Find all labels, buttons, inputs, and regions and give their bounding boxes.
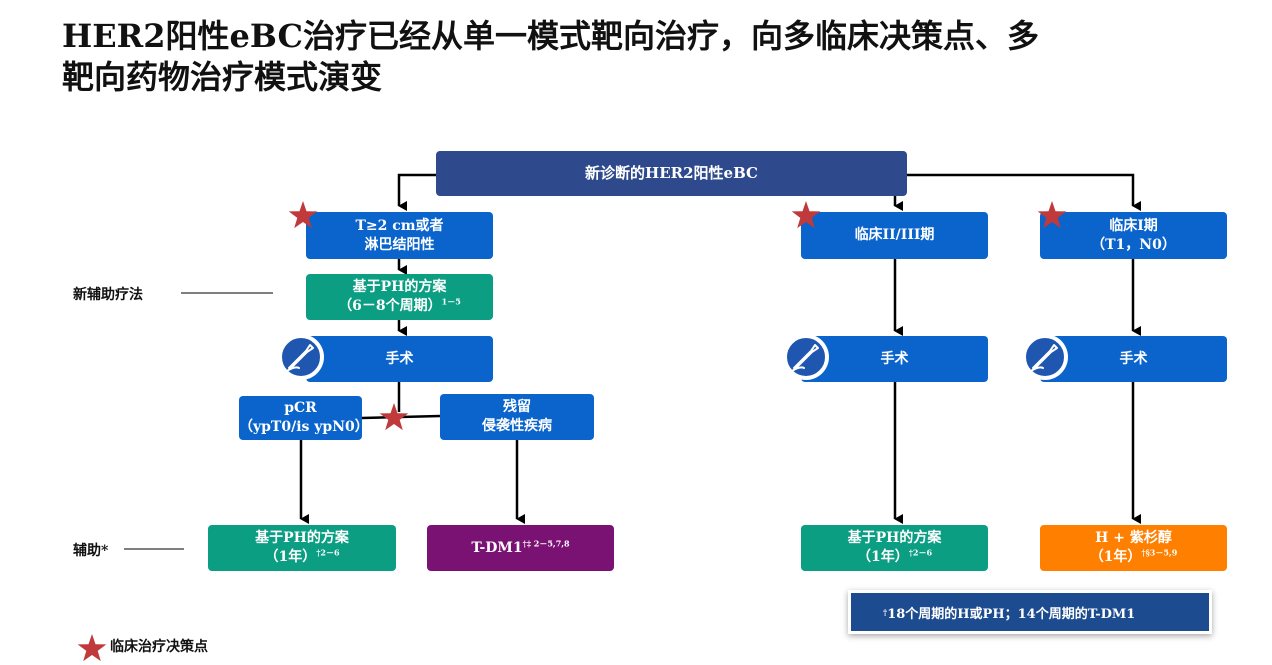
criteria-right-line1: 临床I期 xyxy=(1109,217,1158,234)
surgery-right: 手术 xyxy=(1040,336,1227,382)
star-icon-split xyxy=(379,403,409,431)
criteria-left: T≥2 cm或者 淋巴结阳性 xyxy=(306,212,493,259)
label-neoadjuvant: 新辅助疗法 xyxy=(73,287,143,303)
adjuvant-pcr: 基于PH的方案 （1年）†2－6 xyxy=(208,525,396,571)
footnote-box: †18个周期的H或PH；14个周期的T-DM1 xyxy=(848,590,1212,634)
adjuvant-pcr-ref: †2－6 xyxy=(316,547,340,558)
adjuvant-residual-ref: †‡ 2－5,7,8 xyxy=(522,537,570,548)
legend-label: 临床治疗决策点 xyxy=(110,639,208,655)
residual-node: 残留 侵袭性疾病 xyxy=(440,394,594,440)
label-adjuvant: 辅助* xyxy=(73,543,109,559)
neoadjuvant-line2: （6－8个周期）1－5 xyxy=(338,297,461,316)
adjuvant-right-duration: （1年） xyxy=(1089,549,1142,565)
adjuvant-middle: 基于PH的方案 （1年）†2－6 xyxy=(801,525,988,571)
criteria-right-line2: （T1，N0） xyxy=(1091,236,1176,253)
neoadjuvant-regimen: 基于PH的方案 （6－8个周期）1－5 xyxy=(306,274,493,320)
adjuvant-pcr-line1: 基于PH的方案 xyxy=(255,530,349,546)
root-label: 新诊断的HER2阳性eBC xyxy=(585,164,758,182)
adjuvant-pcr-duration: （1年） xyxy=(264,549,317,565)
adjuvant-middle-line2: （1年）†2－6 xyxy=(857,548,932,567)
connector-root-left xyxy=(397,173,436,211)
residual-line1: 残留 xyxy=(503,399,531,415)
residual-line2: 侵袭性疾病 xyxy=(482,418,552,434)
adjuvant-right: H + 紫杉醇 （1年）†§3－5,9 xyxy=(1040,525,1227,571)
criteria-right: 临床I期 （T1，N0） xyxy=(1040,212,1227,259)
star-icon-right xyxy=(1037,201,1067,229)
neoadjuvant-line1: 基于PH的方案 xyxy=(352,279,447,295)
adjuvant-middle-ref: †2－6 xyxy=(908,547,933,558)
surgery-middle: 手术 xyxy=(801,336,988,382)
divider-neoadjuvant xyxy=(181,292,273,294)
pcr-line1: pCR xyxy=(284,400,317,416)
title-line-2: 靶向药物治疗模式演变 xyxy=(62,58,383,96)
page-title: HER2阳性eBC治疗已经从单一模式靶向治疗，向多临床决策点、多 靶向药物治疗模… xyxy=(62,16,1212,98)
root-node: 新诊断的HER2阳性eBC xyxy=(436,151,907,196)
adjuvant-residual-label: T-DM1†‡ 2－5,7,8 xyxy=(471,539,569,558)
adjuvant-residual-drug: T-DM1 xyxy=(471,539,523,556)
star-icon-left xyxy=(288,201,318,229)
surgery-left-label: 手术 xyxy=(385,350,414,367)
neoadjuvant-ref: 1－5 xyxy=(441,296,461,307)
adjuvant-middle-duration: （1年） xyxy=(856,549,909,565)
criteria-middle-label: 临床II/III期 xyxy=(854,227,935,243)
adjuvant-right-line1: H + 紫杉醇 xyxy=(1095,530,1172,546)
adjuvant-right-ref: †§3－5,9 xyxy=(1141,547,1178,558)
surgery-left: 手术 xyxy=(306,336,493,382)
criteria-middle: 临床II/III期 xyxy=(801,212,988,259)
star-icon-middle xyxy=(791,201,821,229)
adjuvant-residual: T-DM1†‡ 2－5,7,8 xyxy=(427,525,614,571)
divider-adjuvant xyxy=(124,548,184,550)
adjuvant-middle-line1: 基于PH的方案 xyxy=(847,530,942,546)
adjuvant-right-line2: （1年）†§3－5,9 xyxy=(1090,548,1178,567)
footnote-text: 18个周期的H或PH；14个周期的T-DM1 xyxy=(887,606,1136,622)
title-line-1: HER2阳性eBC治疗已经从单一模式靶向治疗，向多临床决策点、多 xyxy=(62,17,1039,55)
neoadjuvant-cycles: （6－8个周期） xyxy=(338,298,442,314)
surgery-middle-label: 手术 xyxy=(880,350,909,367)
criteria-left-line2: 淋巴结阳性 xyxy=(364,236,435,253)
adjuvant-pcr-line2: （1年）†2－6 xyxy=(264,548,339,567)
connector-root-right xyxy=(907,173,1141,211)
criteria-left-line1: T≥2 cm或者 xyxy=(355,217,444,234)
pcr-node: pCR （ypT0/is ypN0） xyxy=(239,396,369,440)
pcr-line2: （ypT0/is ypN0） xyxy=(239,419,369,435)
star-icon-legend xyxy=(77,634,107,662)
surgery-right-label: 手术 xyxy=(1119,350,1148,367)
